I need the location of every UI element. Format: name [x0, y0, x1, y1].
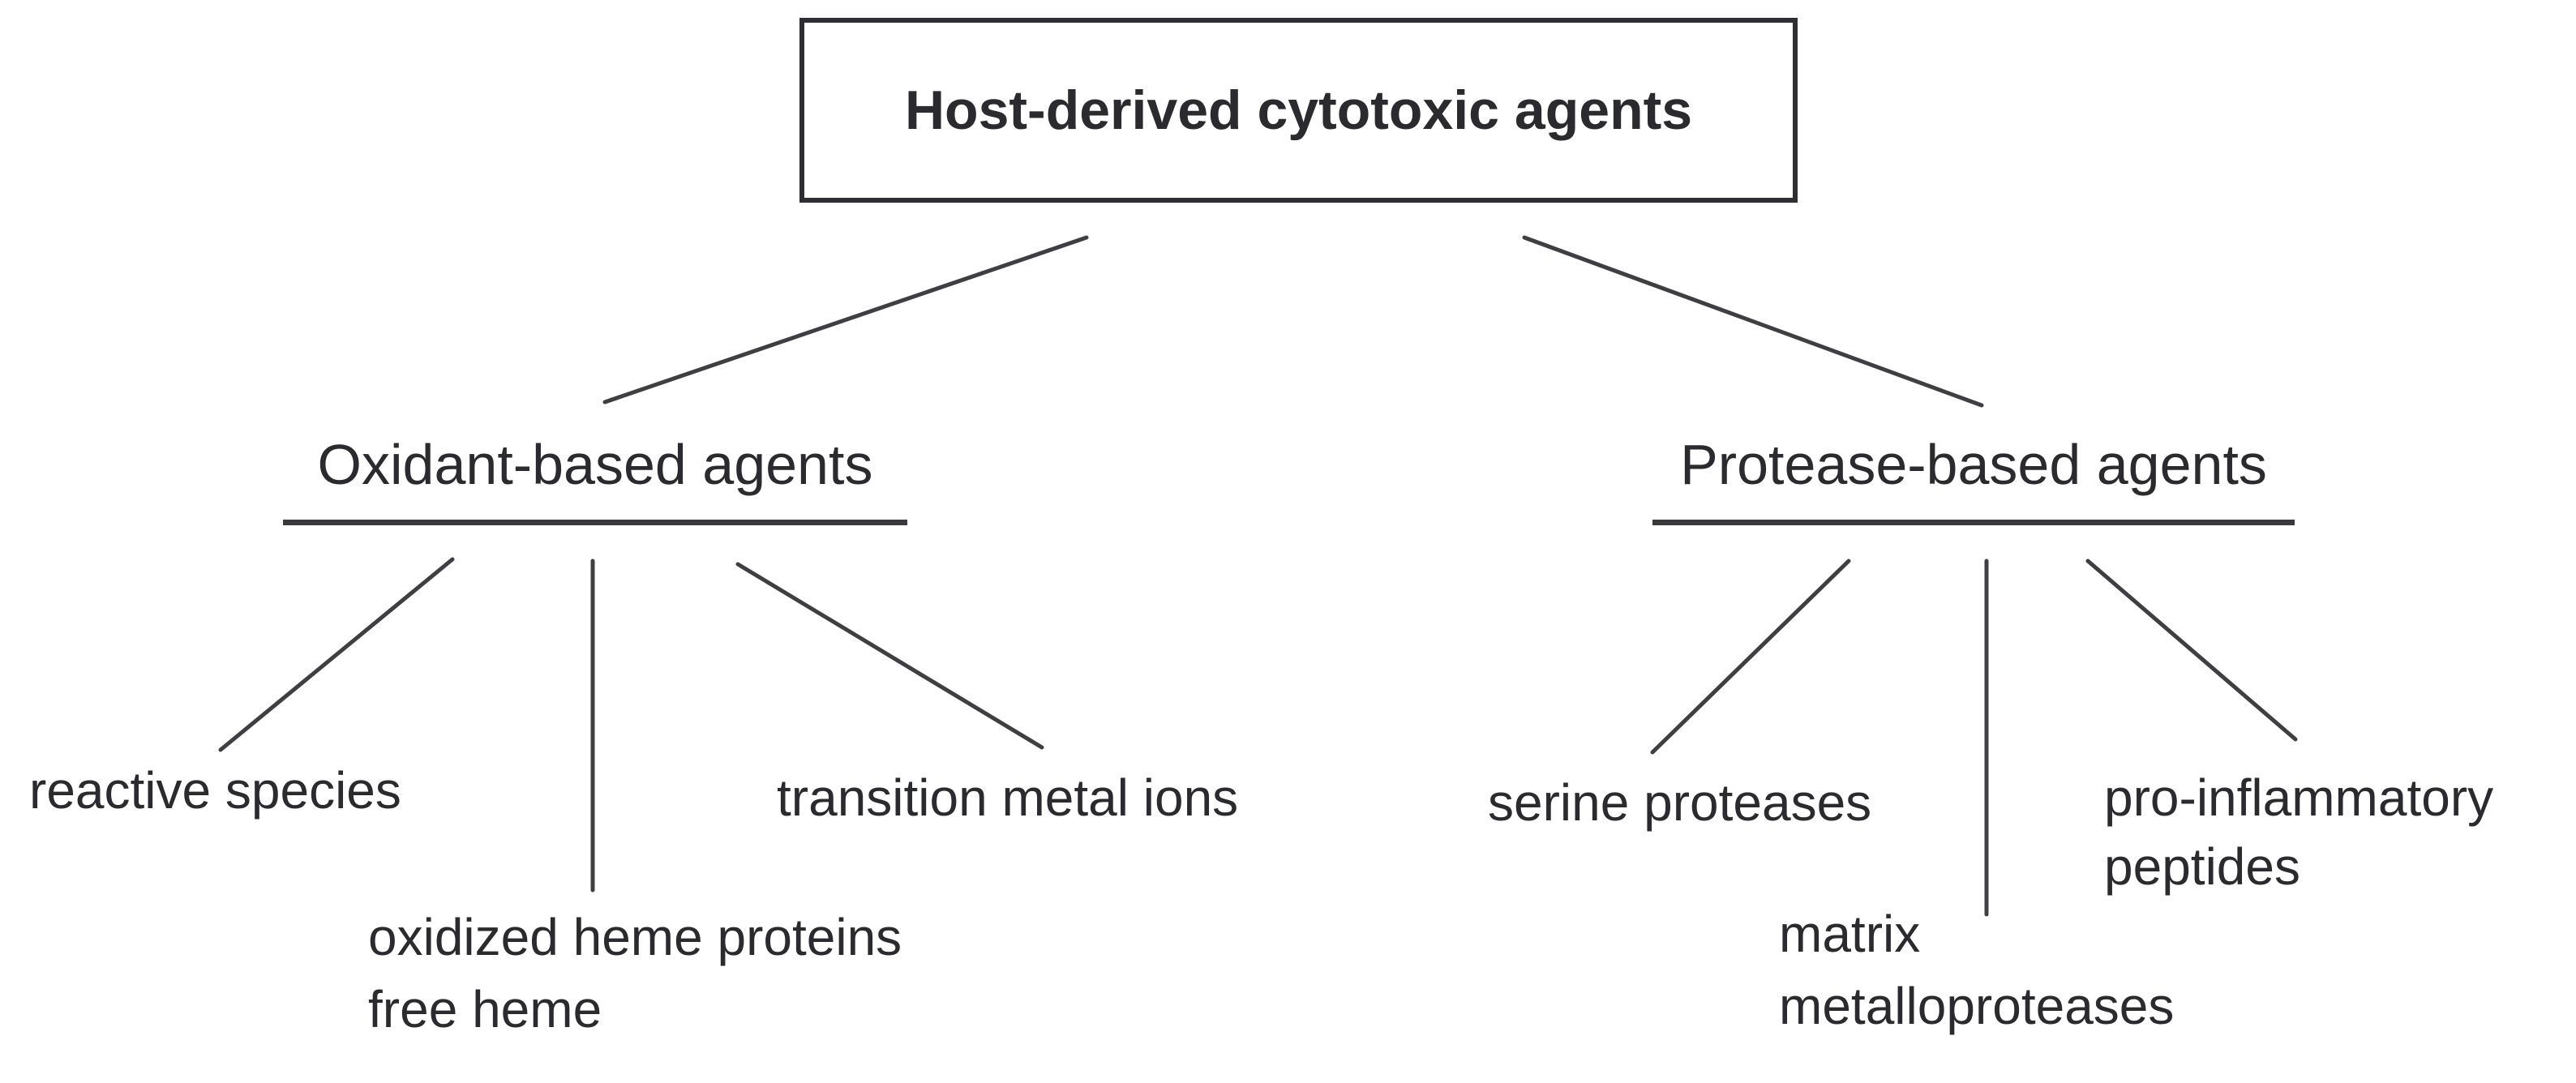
connector-root-to-oxidant	[602, 235, 1089, 405]
leaf-serine-proteases: serine proteases	[1488, 777, 1871, 828]
leaf-label: reactive species	[29, 761, 401, 820]
leaf-label-line2: metalloproteases	[1779, 977, 2175, 1035]
leaf-label-line1: oxidized heme proteins	[368, 908, 902, 966]
leaf-label-line2: peptides	[2104, 837, 2300, 896]
leaf-label: transition metal ions	[777, 768, 1239, 827]
connector-root-to-protease	[1522, 235, 1984, 408]
leaf-pro-inflammatory-peptides: pro-inflammatory peptides	[2104, 764, 2493, 901]
branch-heading-oxidant-based-agents: Oxidant-based agents	[317, 433, 873, 496]
leaf-oxidized-heme-proteins-free-heme: oxidized heme proteins free heme	[368, 901, 902, 1046]
connector-protease-to-proinflammatory	[2085, 559, 2298, 742]
leaf-label-line1: matrix	[1779, 905, 1921, 963]
connector-protease-to-serine-proteases	[1650, 559, 1851, 755]
leaf-reactive-species: reactive species	[29, 764, 401, 816]
leaf-label: serine proteases	[1488, 773, 1872, 832]
root-node-box: Host-derived cytotoxic agents	[799, 18, 1798, 203]
leaf-matrix-metalloproteases: matrix metalloproteases	[1779, 898, 2174, 1042]
connector-oxidant-to-reactive-species	[218, 557, 455, 752]
connector-oxidant-to-transition-metals	[735, 562, 1044, 750]
branch-heading-protease-based-agents: Protease-based agents	[1680, 433, 2267, 496]
leaf-transition-metal-ions: transition metal ions	[777, 772, 1238, 824]
leaf-label-line2: free heme	[368, 980, 602, 1038]
root-node-label: Host-derived cytotoxic agents	[904, 79, 1693, 141]
underline-protease-heading	[1652, 520, 2295, 525]
underline-oxidant-heading	[283, 520, 907, 525]
leaf-label-line1: pro-inflammatory	[2104, 768, 2494, 827]
